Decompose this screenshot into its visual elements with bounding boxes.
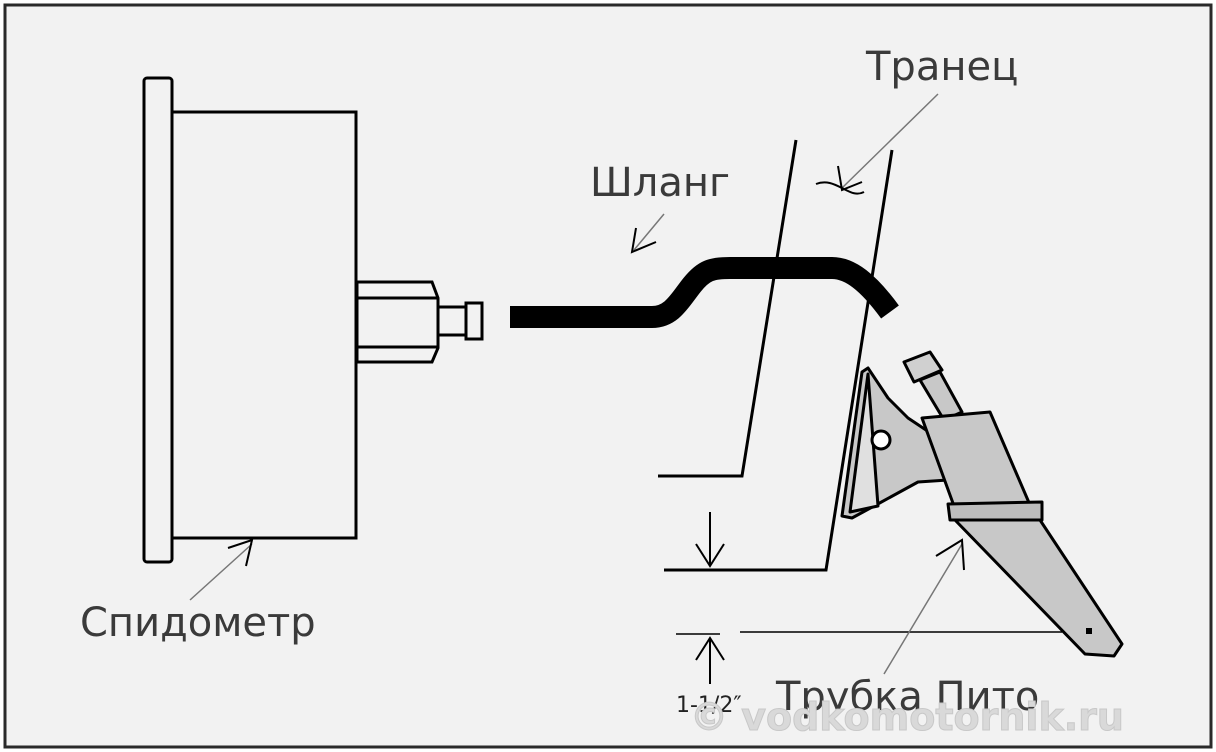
gauge-fitting-nut	[355, 280, 440, 364]
hose-label: Шланг	[590, 160, 730, 206]
transom-inner-line	[658, 139, 798, 478]
pitot-label: Трубка Пито	[775, 674, 1039, 720]
gauge-body	[170, 110, 358, 540]
hose-line	[510, 257, 899, 328]
speedometer-gauge	[142, 76, 484, 564]
gauge-nipple	[436, 305, 470, 337]
pitot-blade	[953, 518, 1124, 658]
speedometer-callout-arrowhead	[227, 538, 254, 567]
pitot-intake-port	[1086, 628, 1092, 634]
speedometer-callout-line	[189, 543, 253, 601]
pitot-mount-hole	[870, 429, 892, 451]
transom-outer-line	[664, 149, 894, 572]
transom	[658, 139, 894, 572]
speedometer-label: Спидометр	[80, 600, 316, 646]
transom-callout-line	[841, 93, 939, 189]
depth-label: 1-1/2″	[676, 693, 742, 718]
callout-arrows	[189, 93, 965, 675]
pitot-callout-line	[883, 543, 963, 675]
hose-callout-arrowhead	[630, 227, 657, 254]
depth-dimension	[676, 512, 1062, 684]
gauge-nipple-tip	[464, 301, 484, 341]
hose-callout-line	[633, 213, 665, 251]
pitot-callout-arrowhead	[935, 538, 965, 571]
pitot-collar	[946, 500, 1044, 522]
pitot-tube	[840, 350, 1124, 658]
watermark: © vodkomotornik.ru	[690, 695, 1124, 739]
gauge-bezel	[142, 76, 174, 564]
transom-label: Транец	[865, 44, 1018, 90]
pitot-bolt-head	[902, 350, 944, 384]
transom-callout-arrowhead	[837, 165, 863, 192]
